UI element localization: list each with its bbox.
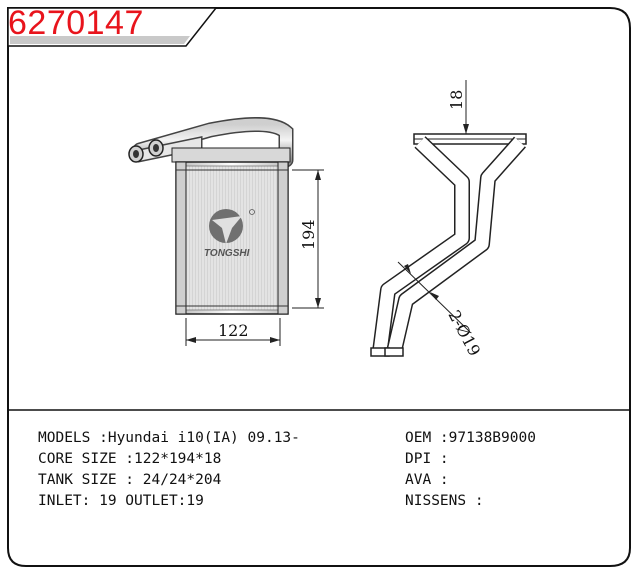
spec-list-left: MODELS :Hyundai i10(IA) 09.13- CORE SIZE… <box>38 428 300 512</box>
height-label: 194 <box>299 219 318 250</box>
spec-list-right: OEM :97138B9000 DPI : AVA : NISSENS : <box>405 428 536 512</box>
spec-ava: AVA : <box>405 472 449 488</box>
depth-dimension: 18 <box>447 80 469 134</box>
spec-inlet-outlet: INLET: 19 OUTLET:19 <box>38 493 204 509</box>
part-number: 6270147 <box>8 4 144 42</box>
spec-core-size: CORE SIZE :122*194*18 <box>38 451 222 467</box>
spec-nissens: NISSENS : <box>405 493 484 509</box>
tongshi-logo-icon: TONGSHI <box>204 209 255 259</box>
height-dimension: 194 <box>292 169 324 309</box>
spec-oem: OEM :97138B9000 <box>405 430 536 446</box>
heater-core-front-view: TONGSHI <box>128 116 294 315</box>
heater-core-side-view <box>370 133 527 357</box>
spec-models: MODELS :Hyundai i10(IA) 09.13- <box>38 430 300 446</box>
spec-dpi: DPI : <box>405 451 449 467</box>
brand-text: TONGSHI <box>204 248 250 259</box>
width-dimension: 122 <box>185 318 281 346</box>
pipe-diameter-label: 2-Ø19 <box>444 307 484 359</box>
depth-label: 18 <box>447 90 466 110</box>
width-label: 122 <box>218 321 249 340</box>
spec-tank-size: TANK SIZE : 24/24*204 <box>38 472 222 488</box>
